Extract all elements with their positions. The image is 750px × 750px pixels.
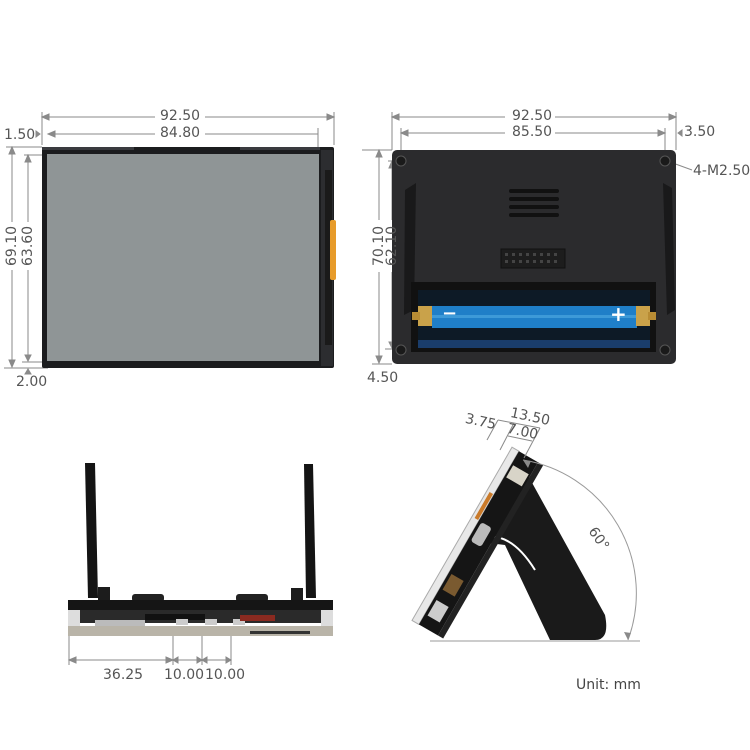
battery-minus-sign: −	[442, 303, 458, 324]
back-view	[362, 112, 693, 365]
unit-label: Unit: mm	[576, 677, 641, 693]
back-hole-height: 62.10	[384, 225, 400, 266]
battery-plus-sign: +	[610, 302, 627, 326]
front-screen-width: 84.80	[160, 125, 201, 141]
bottom-spacing-2: 10.00	[205, 667, 246, 683]
front-overall-height: 69.10	[4, 225, 20, 266]
back-hole-width: 85.50	[512, 124, 553, 140]
front-bottom-offset: 2.00	[16, 374, 48, 390]
bottom-view	[67, 463, 333, 665]
screw-callout: 4-M2.50	[693, 163, 750, 179]
bottom-offset-left: 36.25	[103, 667, 144, 683]
side-view	[411, 419, 640, 642]
front-view	[4, 112, 336, 375]
front-screen-height: 63.60	[20, 225, 36, 266]
back-right-offset: 3.50	[684, 124, 716, 140]
back-overall-width: 92.50	[512, 108, 553, 124]
front-left-offset: 1.50	[4, 127, 36, 143]
back-bottom-offset: 4.50	[367, 370, 399, 386]
bottom-spacing-1: 10.00	[164, 667, 205, 683]
front-overall-width: 92.50	[160, 108, 201, 124]
